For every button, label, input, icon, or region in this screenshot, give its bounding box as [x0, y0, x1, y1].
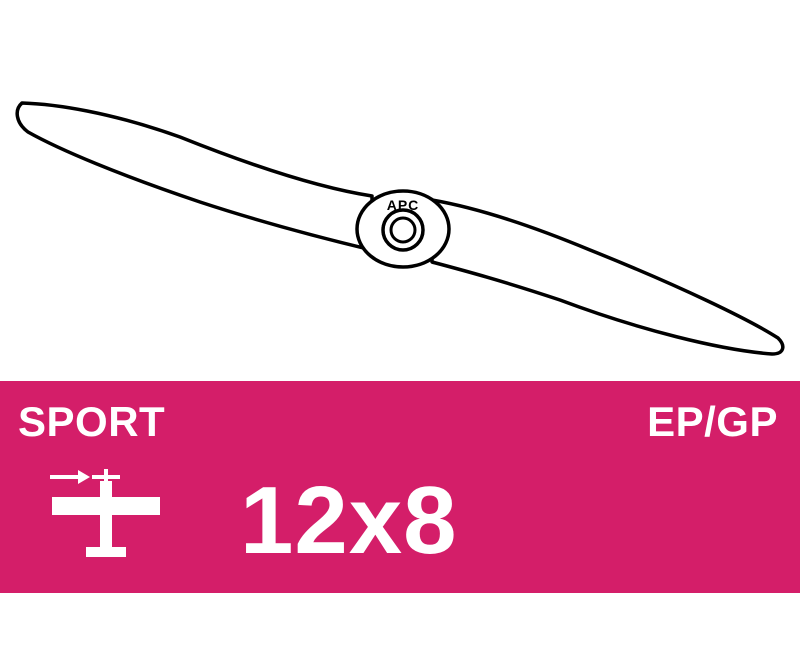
category-label: SPORT — [18, 398, 166, 445]
hub-ring-outer — [381, 208, 425, 252]
hub-ring-inner — [389, 216, 417, 244]
propeller-drawing: APC — [15, 101, 785, 356]
hub-brand-text: APC — [387, 197, 420, 213]
propeller-hub — [355, 189, 451, 269]
label-band: SPORT EP/GP 12x8 — [0, 381, 800, 593]
propeller-blade-left — [15, 101, 374, 252]
propeller-size: 12x8 — [240, 467, 458, 574]
propeller-blade-right — [430, 198, 785, 356]
fuel-type-label: EP/GP — [647, 398, 778, 445]
airplane-pusher-icon — [50, 469, 160, 557]
